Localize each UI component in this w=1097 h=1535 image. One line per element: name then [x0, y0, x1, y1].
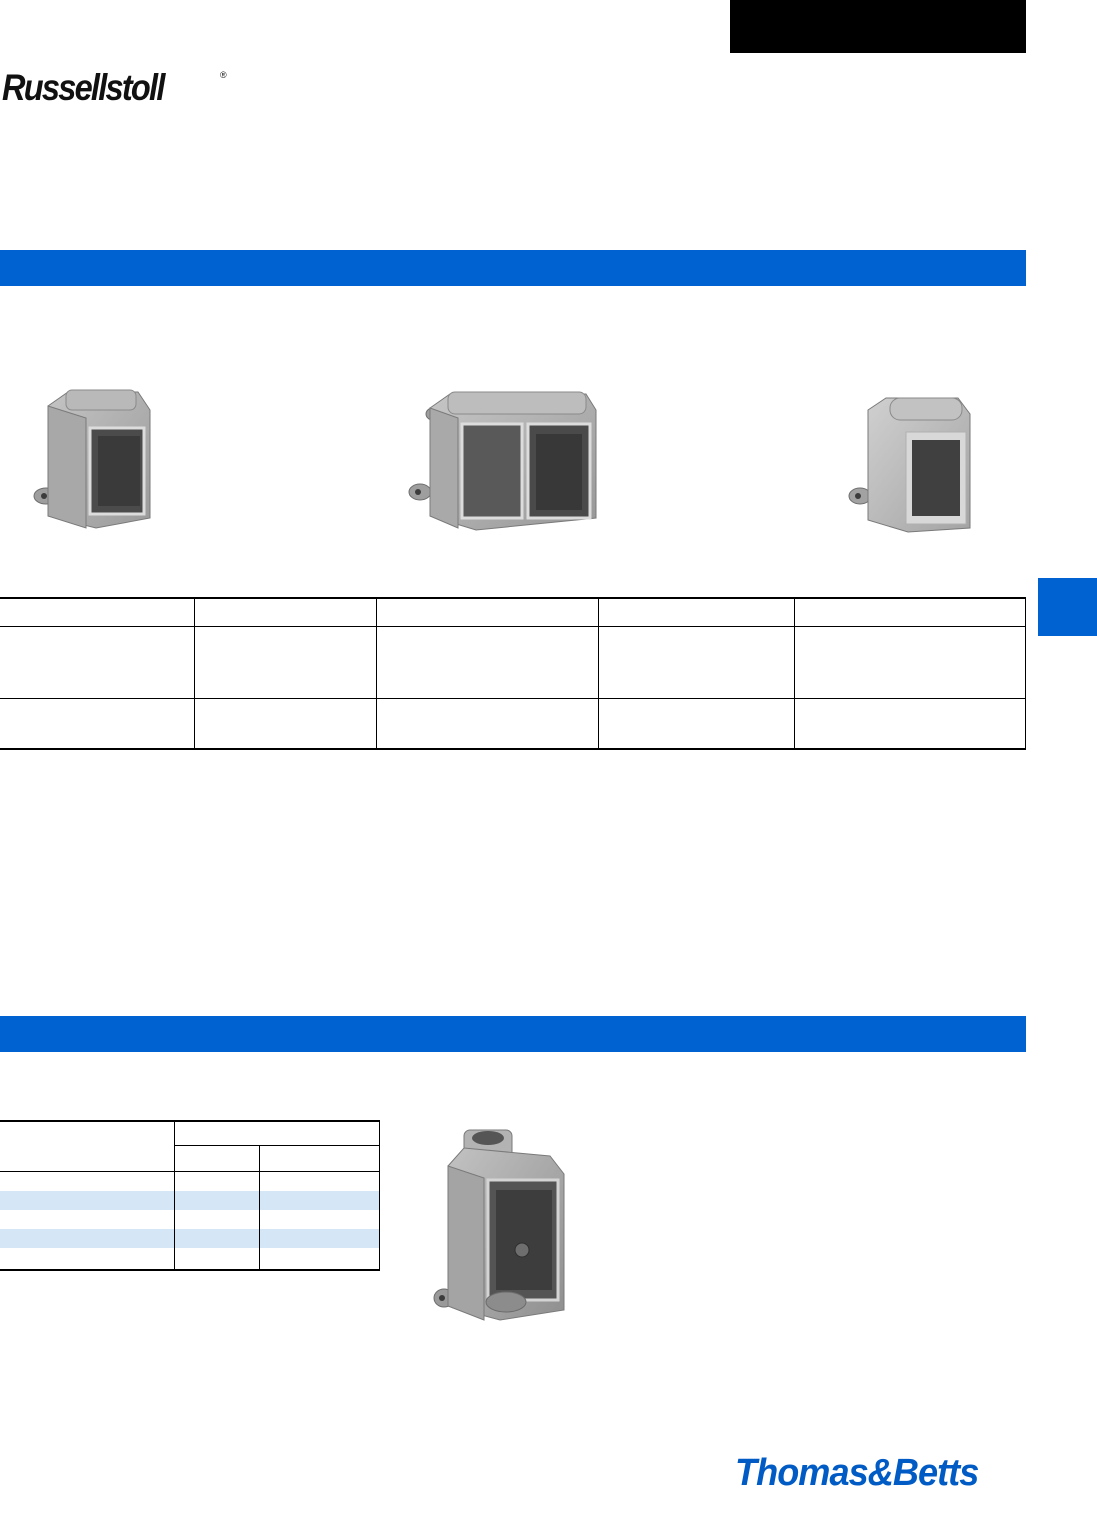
- russellstoll-logo: Russellstoll ®: [2, 62, 227, 114]
- dimension-subheader: [174, 1145, 261, 1172]
- table-row: [0, 1248, 380, 1271]
- table-cell: [0, 626, 196, 699]
- table-cell: [598, 626, 796, 699]
- single-gang-box-alt-photo: [848, 397, 971, 533]
- table-cell: [0, 1210, 176, 1229]
- table-cell: [259, 1248, 380, 1271]
- spec-col-header: [598, 597, 796, 627]
- table-cell: [794, 698, 1026, 750]
- table-cell: [598, 698, 796, 750]
- table-cell: [259, 1191, 380, 1210]
- spec-col-header: [794, 597, 1026, 627]
- table-cell: [376, 626, 600, 699]
- table-cell: [259, 1210, 380, 1229]
- dimension-table-header-row: [0, 1120, 380, 1172]
- spec-table: [0, 597, 1026, 750]
- table-cell: [194, 626, 378, 699]
- dimension-group-header: [174, 1120, 380, 1146]
- thomas-and-betts-logo: Thomas&Betts: [735, 1450, 991, 1496]
- table-row: [0, 626, 1026, 699]
- table-row: [0, 698, 1026, 750]
- single-gang-box-hub-photo: [433, 1129, 565, 1321]
- header-black-bar: [730, 0, 1026, 53]
- brand-name: Russellstoll: [2, 67, 165, 108]
- spec-col-header: [0, 597, 196, 627]
- table-cell: [0, 1248, 176, 1271]
- table-cell: [0, 1191, 176, 1210]
- spec-col-header: [376, 597, 600, 627]
- table-cell: [0, 1171, 176, 1191]
- two-gang-box-photo: [408, 391, 597, 531]
- table-row: [0, 1229, 380, 1248]
- section-side-tab: [1038, 578, 1097, 636]
- table-cell: [376, 698, 600, 750]
- table-cell: [174, 1229, 261, 1248]
- table-cell: [794, 626, 1026, 699]
- footer-brand-name: Thomas&Betts: [735, 1452, 979, 1494]
- table-cell: [0, 1229, 176, 1248]
- table-cell: [174, 1248, 261, 1271]
- table-cell: [174, 1191, 261, 1210]
- table-cell: [259, 1171, 380, 1191]
- table-row: [0, 1171, 380, 1191]
- single-gang-box-photo: [33, 389, 151, 529]
- dimension-table: [0, 1120, 380, 1271]
- table-cell: [259, 1229, 380, 1248]
- spec-table-header-row: [0, 597, 1026, 627]
- table-cell: [194, 698, 378, 750]
- dimension-table-subheader-row: [0, 1145, 380, 1172]
- table-row: [0, 1191, 380, 1210]
- table-cell: [174, 1171, 261, 1191]
- dimension-col-header: [0, 1120, 176, 1172]
- table-cell: [0, 698, 196, 750]
- dimension-subheader: [259, 1145, 380, 1172]
- section-2-band: [0, 1016, 1026, 1052]
- table-cell: [174, 1210, 261, 1229]
- section-1-band: [0, 250, 1026, 286]
- spec-col-header: [194, 597, 378, 627]
- registered-mark: ®: [220, 70, 227, 80]
- table-row: [0, 1210, 380, 1229]
